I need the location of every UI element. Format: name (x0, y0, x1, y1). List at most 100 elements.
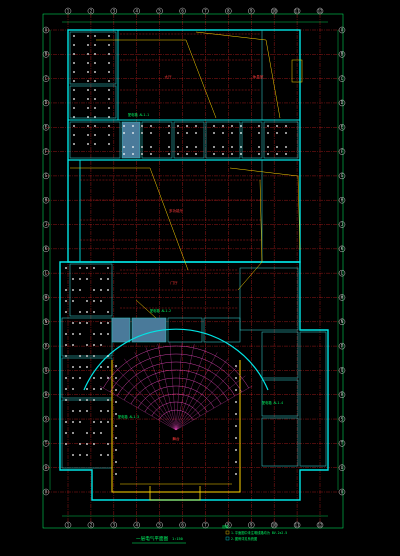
grid-bubble-right (338, 148, 346, 155)
grid-bubble-bottom (87, 521, 95, 529)
grid-bubble-left (42, 99, 50, 107)
stage-arc (123, 369, 229, 401)
light-fixture (195, 146, 197, 148)
light-fixture (235, 389, 237, 391)
legend-line-2: 2.图例详见系统图 (231, 536, 257, 541)
drawing-scale: 1:150 (172, 537, 183, 541)
grid-label-right: K (341, 246, 344, 251)
light-fixture (115, 389, 117, 391)
light-fixture (86, 388, 88, 390)
light-fixture (168, 132, 170, 134)
grid-label-left: G (45, 173, 48, 178)
grid-bubble-top (293, 7, 301, 15)
light-fixture (108, 116, 110, 118)
stage-ray (99, 385, 177, 431)
stage-arc (110, 353, 242, 393)
light-fixture (86, 344, 88, 346)
light-fixture (258, 125, 260, 127)
grid-label-bottom: 4 (136, 522, 139, 527)
light-fixture (107, 454, 109, 456)
grid-bubble-right (338, 269, 346, 277)
light-fixture (213, 146, 215, 148)
grid-bubble-bottom (156, 521, 163, 529)
grid-bubble-right (338, 415, 346, 423)
callout-panel-a: 配电箱 AL1-1 (128, 112, 149, 117)
grid-label-top: 1 (67, 8, 70, 13)
legend-heading: 说明 (222, 524, 228, 529)
grid-bubble-left (42, 464, 50, 471)
grid-bubble-right (338, 318, 346, 325)
light-fixture (240, 125, 242, 127)
grid-label-left: C (45, 76, 48, 81)
light-fixture (108, 89, 110, 91)
light-fixture (79, 410, 81, 412)
light-fixture (100, 344, 102, 346)
light-fixture (235, 401, 237, 403)
light-fixture (65, 421, 67, 423)
grid-bubble-top (270, 7, 278, 15)
light-fixture (222, 125, 224, 127)
grid-label-top: 8 (227, 8, 230, 13)
stage-arc (144, 393, 208, 413)
light-fixture (87, 62, 89, 64)
grid-bubble-bottom (316, 521, 324, 529)
light-fixture (79, 333, 81, 335)
light-fixture (115, 413, 117, 415)
grid-bubble-left (42, 391, 50, 398)
light-fixture (94, 80, 96, 82)
light-fixture (86, 322, 88, 324)
light-fixture (73, 89, 75, 91)
grid-label-right: P (341, 343, 344, 348)
light-fixture (100, 388, 102, 390)
light-fixture (73, 71, 75, 73)
light-fixture (107, 399, 109, 401)
grid-label-top: 12 (318, 8, 323, 13)
grid-label-left: M (45, 295, 48, 300)
grid-bubble-left (42, 26, 50, 34)
light-fixture (79, 267, 81, 269)
light-fixture (141, 132, 143, 134)
grid-bubble-right (338, 391, 346, 398)
light-fixture (73, 62, 75, 64)
grid-label-right: R (341, 392, 344, 397)
grid-label-bottom: 10 (272, 522, 277, 527)
light-fixture (87, 134, 89, 136)
grid-bubble-top (248, 7, 255, 15)
light-fixture (231, 125, 233, 127)
light-fixture (93, 333, 95, 335)
grid-bubble-left (42, 488, 50, 496)
light-fixture (285, 132, 287, 134)
light-fixture (240, 153, 242, 155)
light-fixture (235, 473, 237, 475)
grid-bubble-right (338, 488, 346, 496)
grid-label-right: F (341, 149, 344, 154)
light-fixture (94, 134, 96, 136)
grid-label-right: A (341, 27, 344, 32)
grid-bubble-left (42, 342, 50, 350)
grid-label-left: R (45, 392, 48, 397)
light-fixture (72, 454, 74, 456)
light-fixture (177, 153, 179, 155)
light-fixture (213, 125, 215, 127)
light-fixture (258, 132, 260, 134)
light-fixture (72, 432, 74, 434)
light-fixture (115, 437, 117, 439)
light-fixture (195, 125, 197, 127)
light-fixture (108, 98, 110, 100)
light-fixture (108, 143, 110, 145)
stage-ray (175, 342, 183, 431)
light-fixture (87, 107, 89, 109)
grid-bubble-left (42, 221, 50, 228)
light-fixture (107, 322, 109, 324)
light-fixture (186, 125, 188, 127)
stage-ray (175, 347, 207, 431)
light-fixture (65, 432, 67, 434)
light-fixture (93, 344, 95, 346)
light-fixture (72, 300, 74, 302)
grid-bubble-left (42, 51, 50, 58)
light-fixture (107, 267, 109, 269)
light-fixture (195, 132, 197, 134)
light-fixture (73, 143, 75, 145)
light-fixture (285, 125, 287, 127)
light-fixture (150, 132, 152, 134)
